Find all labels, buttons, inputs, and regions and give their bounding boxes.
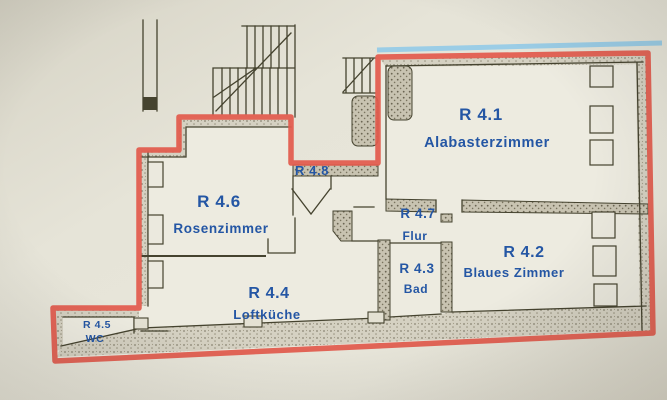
floorplan-photo: R 4.1 Alabasterzimmer R 4.6 Rosenzimmer … xyxy=(0,0,667,400)
floorplan-svg: R 4.1 Alabasterzimmer R 4.6 Rosenzimmer … xyxy=(0,0,667,400)
photo-vignette xyxy=(0,0,667,400)
